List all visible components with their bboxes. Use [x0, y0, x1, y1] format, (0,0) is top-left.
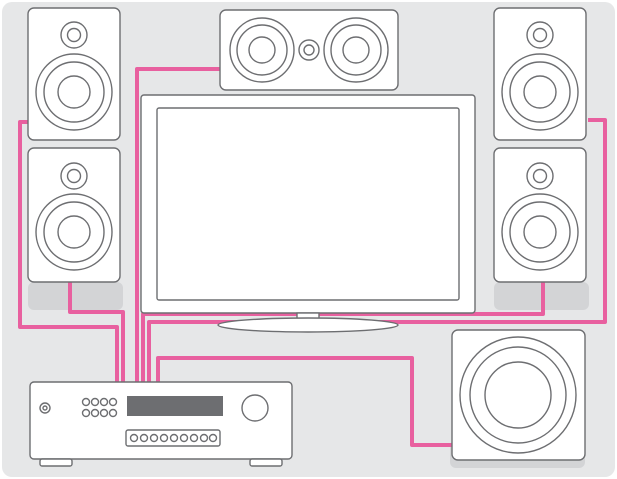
volume-knob-icon: [241, 394, 269, 422]
cable-center: [135, 67, 220, 382]
speaker-cables: [18, 67, 607, 447]
power-button-inner: [42, 405, 48, 411]
rear-right-speaker: [493, 147, 587, 283]
front-left-speaker: [27, 7, 121, 141]
rear-left-speaker: [27, 147, 121, 283]
cable-rear-left: [68, 282, 125, 382]
input-buttons: [129, 433, 218, 443]
receiver-button-grid: [81, 397, 118, 418]
av-receiver: [29, 381, 293, 467]
front-right-speaker: [493, 7, 587, 141]
cable-front-left: [18, 120, 119, 382]
cable-subwoofer: [156, 356, 452, 447]
cable-front-right: [147, 118, 607, 382]
subwoofer: [451, 329, 586, 461]
television: [140, 94, 476, 333]
center-speaker: [219, 9, 399, 91]
cable-rear-right: [141, 282, 545, 382]
receiver-display: [127, 396, 223, 416]
